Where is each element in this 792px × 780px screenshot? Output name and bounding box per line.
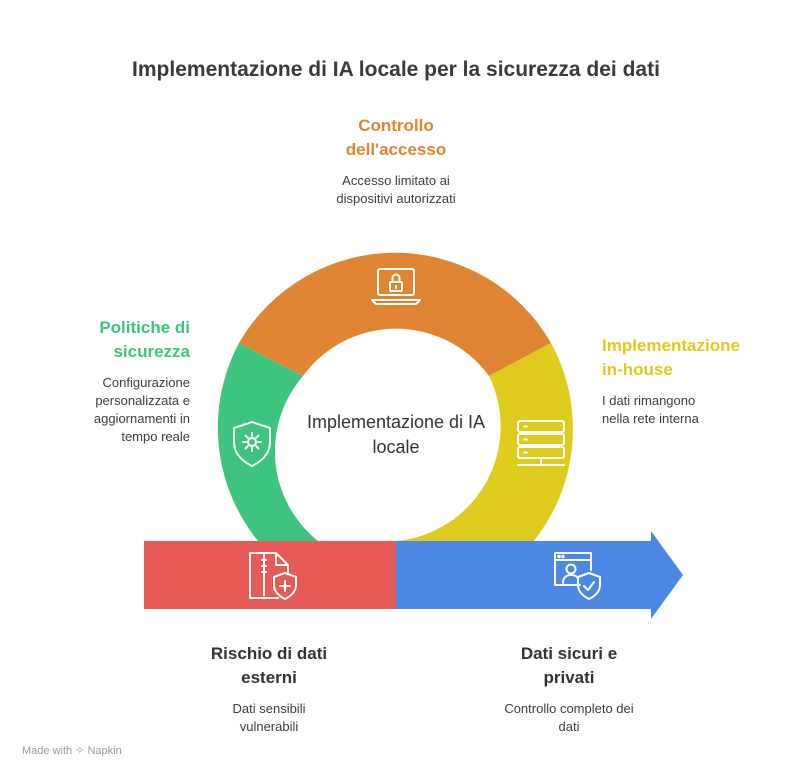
desc-inhouse: I dati rimangono nella rete interna bbox=[602, 393, 699, 426]
desc-dati-sicuri: Controllo completo dei dati bbox=[504, 701, 634, 734]
desc-controllo: Accesso limitato ai dispositivi autorizz… bbox=[336, 173, 456, 206]
server-rack-icon bbox=[517, 420, 565, 466]
heading-dati-sicuri: Dati sicuri e privati bbox=[520, 644, 618, 687]
segment-dati-sicuri bbox=[396, 531, 683, 619]
laptop-lock-icon bbox=[371, 268, 421, 305]
label-inhouse: Implementazione in-house I dati rimangon… bbox=[602, 334, 772, 428]
heading-politiche: Politiche di sicurezza bbox=[99, 318, 190, 361]
diagram-title: Implementazione di IA locale per la sicu… bbox=[132, 58, 660, 81]
footer-brand: Napkin bbox=[87, 745, 122, 757]
segment-politiche bbox=[217, 343, 318, 541]
center-label: Implementazione di IA locale bbox=[306, 412, 486, 457]
heading-rischio: Rischio di dati esterni bbox=[210, 644, 328, 687]
heading-controllo: Controllo dell'accesso bbox=[345, 116, 447, 159]
shield-gear-icon bbox=[233, 421, 271, 467]
napkin-logo-icon: ✧ bbox=[75, 745, 85, 757]
footer-made-with: Made with bbox=[22, 745, 73, 757]
segment-controllo bbox=[239, 252, 551, 376]
label-controllo: Controllo dell'accesso Accesso limitato … bbox=[296, 114, 496, 208]
document-shield-icon bbox=[249, 552, 297, 600]
desc-politiche: Configurazione personalizzata e aggiorna… bbox=[93, 375, 190, 444]
heading-inhouse: Implementazione in-house bbox=[602, 336, 740, 379]
label-rischio: Rischio di dati esterni Dati sensibili v… bbox=[194, 642, 344, 736]
footer-credit: Made with ✧ Napkin bbox=[22, 744, 122, 757]
label-dati-sicuri: Dati sicuri e privati Controllo completo… bbox=[494, 642, 644, 736]
user-shield-icon bbox=[554, 552, 601, 600]
label-politiche: Politiche di sicurezza Configurazione pe… bbox=[60, 316, 190, 446]
desc-rischio: Dati sensibili vulnerabili bbox=[232, 701, 306, 734]
